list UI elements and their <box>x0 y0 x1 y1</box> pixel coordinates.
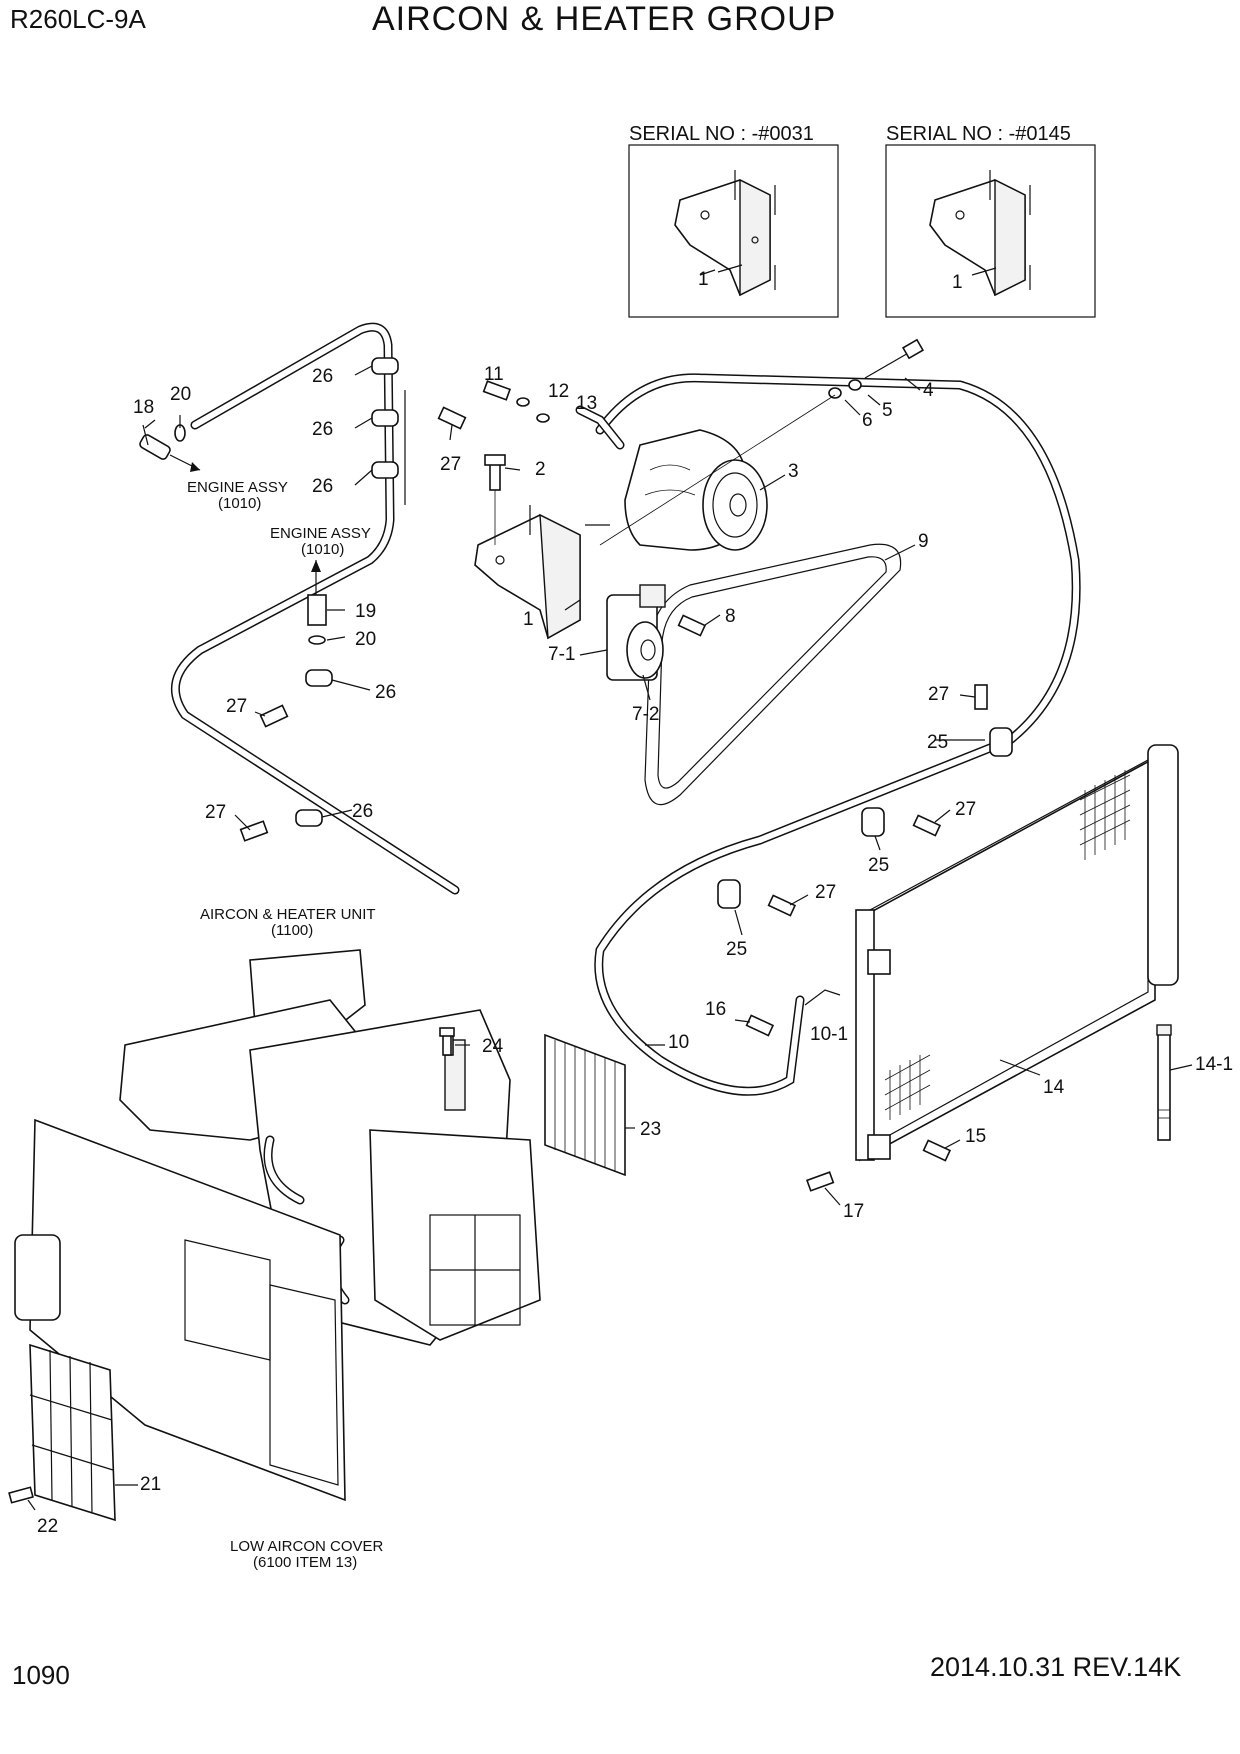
callout-26-b: 26 <box>312 419 333 440</box>
note-engine-assy-1: ENGINE ASSY <box>187 479 288 496</box>
callout-20-top: 20 <box>170 384 191 405</box>
air-filter-23 <box>544 1033 626 1177</box>
bolt-11-12-13 <box>482 380 625 450</box>
note-engine-assy-2-ref: (1010) <box>301 541 344 558</box>
callout-26-d: 26 <box>375 682 396 703</box>
callout-27-e: 27 <box>955 799 976 820</box>
compressor-3 <box>624 429 768 551</box>
compressor-bracket-1 <box>474 454 610 640</box>
callout-17: 17 <box>843 1201 864 1222</box>
serial-label-0145: SERIAL NO : -#0145 <box>886 123 1071 145</box>
callout-27-d: 27 <box>928 684 949 705</box>
note-engine-assy-2: ENGINE ASSY <box>270 525 371 542</box>
revision-date: 2014.10.31 REV.14K <box>930 1652 1182 1682</box>
page-number: 1090 <box>12 1660 70 1690</box>
note-engine-assy-1-ref: (1010) <box>218 495 261 512</box>
callout-labels: 1 2 3 4 5 6 7-1 7-2 8 9 10 10-1 11 12 13… <box>37 364 1233 1537</box>
serial-box-0031: SERIAL NO : -#0031 1 <box>628 123 839 318</box>
hose-clamp-25 <box>717 684 1013 917</box>
callout-8: 8 <box>725 606 736 627</box>
screw-24 <box>439 1027 455 1056</box>
callout-25-b: 25 <box>868 855 889 876</box>
bolt-15-16-17 <box>745 989 952 1192</box>
callout-20: 20 <box>355 629 376 650</box>
callout-22: 22 <box>37 1516 58 1537</box>
callout-27-f: 27 <box>815 882 836 903</box>
callout-27-a: 27 <box>440 454 461 475</box>
callout-6: 6 <box>862 410 873 431</box>
receiver-drier-14-1 <box>1156 1024 1172 1141</box>
fitting-part-19 <box>307 560 327 645</box>
drive-belt-9 <box>644 543 902 806</box>
low-aircon-cover <box>14 1118 346 1502</box>
callout-18: 18 <box>133 397 154 418</box>
callout-14-1: 14-1 <box>1195 1054 1233 1075</box>
callout-1-serial-a: 1 <box>698 269 709 290</box>
reference-notes: ENGINE ASSY (1010) ENGINE ASSY (1010) AI… <box>187 479 384 1571</box>
note-low-cover-ref: (6100 ITEM 13) <box>253 1554 357 1571</box>
note-aircon-unit: AIRCON & HEATER UNIT <box>200 906 376 923</box>
callout-1: 1 <box>523 609 534 630</box>
callout-27-b: 27 <box>226 696 247 717</box>
bolt-4-5-6 <box>599 338 925 546</box>
grille-21 <box>8 1343 116 1522</box>
callout-27-c: 27 <box>205 802 226 823</box>
model-number: R260LC-9A <box>10 4 146 34</box>
callout-13: 13 <box>576 393 597 414</box>
callout-2: 2 <box>535 459 546 480</box>
callout-7-2: 7-2 <box>632 704 659 725</box>
note-aircon-unit-ref: (1100) <box>271 922 313 939</box>
bracket-icon <box>929 170 1031 297</box>
callout-19: 19 <box>355 601 376 622</box>
callout-12: 12 <box>548 381 569 402</box>
callout-10-1: 10-1 <box>810 1024 848 1045</box>
callout-10: 10 <box>668 1032 689 1053</box>
callout-11: 11 <box>484 364 504 385</box>
callout-15: 15 <box>965 1126 986 1147</box>
page-title: AIRCON & HEATER GROUP <box>372 0 837 38</box>
hose-clamp-26 <box>295 357 406 827</box>
callout-21: 21 <box>140 1474 161 1495</box>
callout-7-1: 7-1 <box>548 644 575 665</box>
callout-24: 24 <box>482 1036 504 1057</box>
condenser-14 <box>855 744 1179 1162</box>
callout-26-a: 26 <box>312 366 333 387</box>
serial-label-0031: SERIAL NO : -#0031 <box>629 123 814 145</box>
callout-9: 9 <box>918 531 929 552</box>
heater-hose-loop <box>170 322 460 895</box>
callout-16: 16 <box>705 999 726 1020</box>
leader-lines <box>27 269 1193 1511</box>
callout-26-c: 26 <box>312 476 333 497</box>
callout-26-e: 26 <box>352 801 373 822</box>
valve-part-18 <box>139 424 201 472</box>
callout-5: 5 <box>882 400 893 421</box>
bracket-icon <box>674 170 776 297</box>
callout-25-a: 25 <box>927 732 948 753</box>
callout-23: 23 <box>640 1119 661 1140</box>
callout-25-c: 25 <box>726 939 747 960</box>
callout-4: 4 <box>923 380 934 401</box>
callout-1-serial-b: 1 <box>952 272 963 293</box>
callout-14: 14 <box>1043 1077 1065 1098</box>
note-low-cover: LOW AIRCON COVER <box>230 1538 384 1555</box>
tensioner-7 <box>606 584 707 681</box>
callout-3: 3 <box>788 461 799 482</box>
bolt-27-group <box>239 406 467 842</box>
serial-box-0145: SERIAL NO : -#0145 1 <box>885 123 1096 318</box>
